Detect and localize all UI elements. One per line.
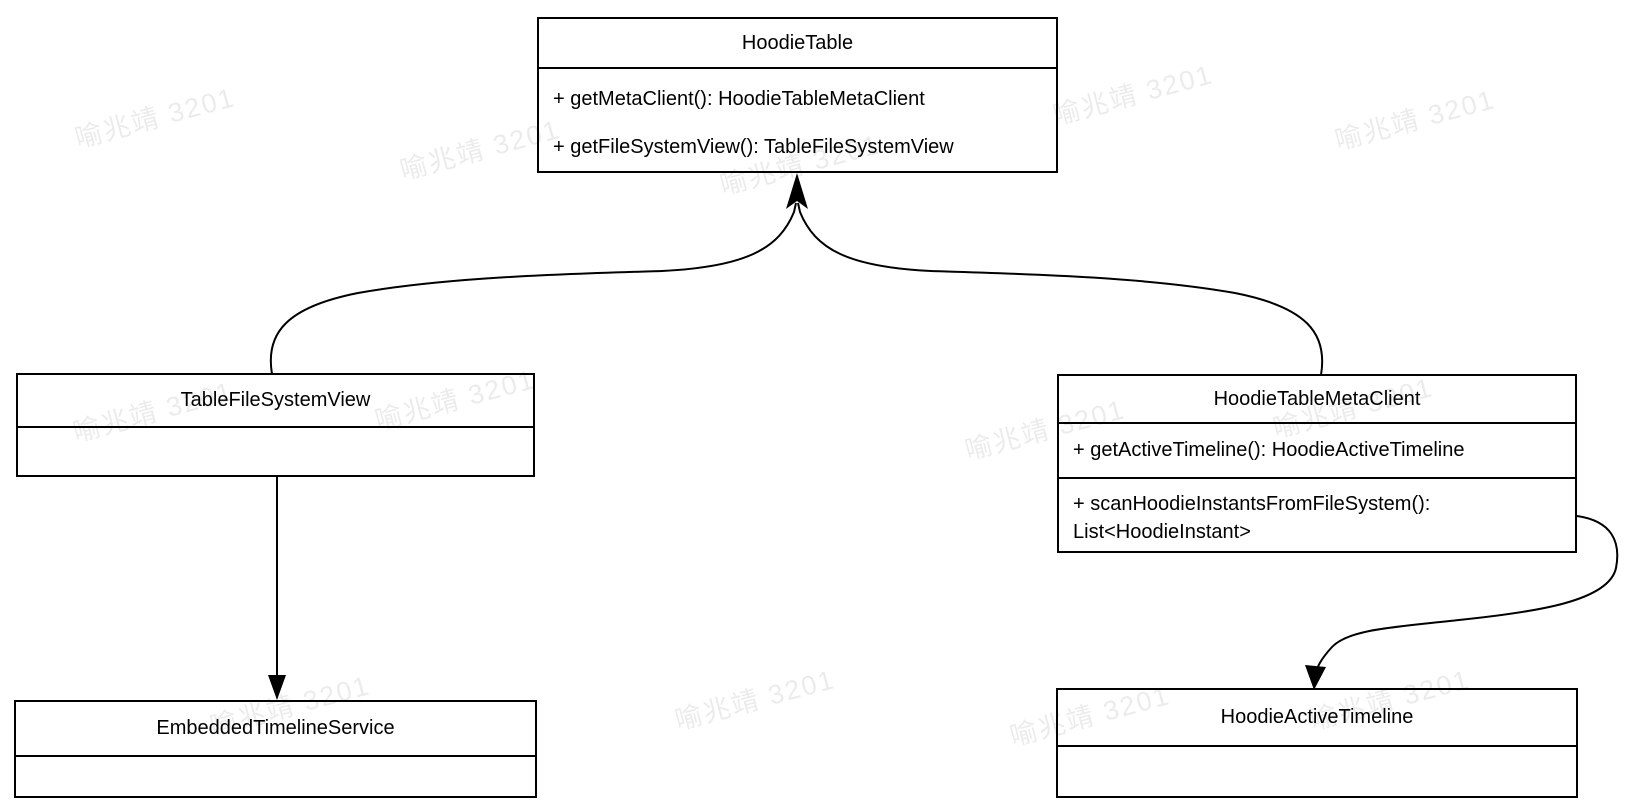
class-tablefilesystemview-empty-compartment: [18, 426, 533, 475]
class-hoodietablemetaclient-title: HoodieTableMetaClient: [1213, 387, 1421, 410]
edge-hoodietablemetaclient-hoodietable: [797, 202, 1324, 376]
class-tablefilesystemview-title: TableFileSystemView: [180, 389, 371, 411]
class-embeddedtimelineservice-title: EmbeddedTimelineService: [156, 717, 395, 739]
class-embeddedtimelineservice-empty-compartment: [16, 755, 535, 796]
watermark: 喻兆靖 3201: [1331, 84, 1499, 156]
class-hoodietable-methods: + getMetaClient(): HoodieTableMetaClient…: [539, 69, 1056, 171]
class-tablefilesystemview[interactable]: TableFileSystemView: [16, 373, 535, 477]
watermark: 喻兆靖 3201: [71, 82, 239, 154]
arrowhead-up-hoodietable: [786, 173, 808, 209]
class-hoodieactivetimeline[interactable]: HoodieActiveTimeline: [1056, 688, 1578, 798]
arrowhead-down-hoodieactivetimeline: [1305, 665, 1326, 690]
class-hoodieactivetimeline-title: HoodieActiveTimeline: [1220, 706, 1414, 728]
method-getfilesystemview: + getFileSystemView(): TableFileSystemVi…: [553, 136, 954, 158]
arrowhead-down-embeddedtimelineservice: [268, 675, 286, 700]
class-hoodietable-title: HoodieTable: [539, 19, 1056, 69]
edge-tablefilesystemview-hoodietable: [269, 202, 797, 375]
class-hoodieactivetimeline-empty-compartment: [1058, 745, 1576, 796]
method-scanhoodieinstantsfromfilesystem: + scanHoodieInstantsFromFileSystem(): Li…: [1059, 477, 1575, 551]
class-embeddedtimelineservice[interactable]: EmbeddedTimelineService: [14, 700, 537, 798]
class-hoodietable[interactable]: HoodieTable + getMetaClient(): HoodieTab…: [537, 17, 1058, 173]
class-hoodietablemetaclient[interactable]: HoodieTableMetaClient + getActiveTimelin…: [1057, 374, 1577, 553]
method-getactivetimeline: + getActiveTimeline(): HoodieActiveTimel…: [1059, 422, 1575, 477]
watermark: 喻兆靖 3201: [671, 664, 839, 736]
method-getmetaclient: + getMetaClient(): HoodieTableMetaClient: [553, 88, 925, 110]
watermark: 喻兆靖 3201: [1049, 59, 1217, 131]
